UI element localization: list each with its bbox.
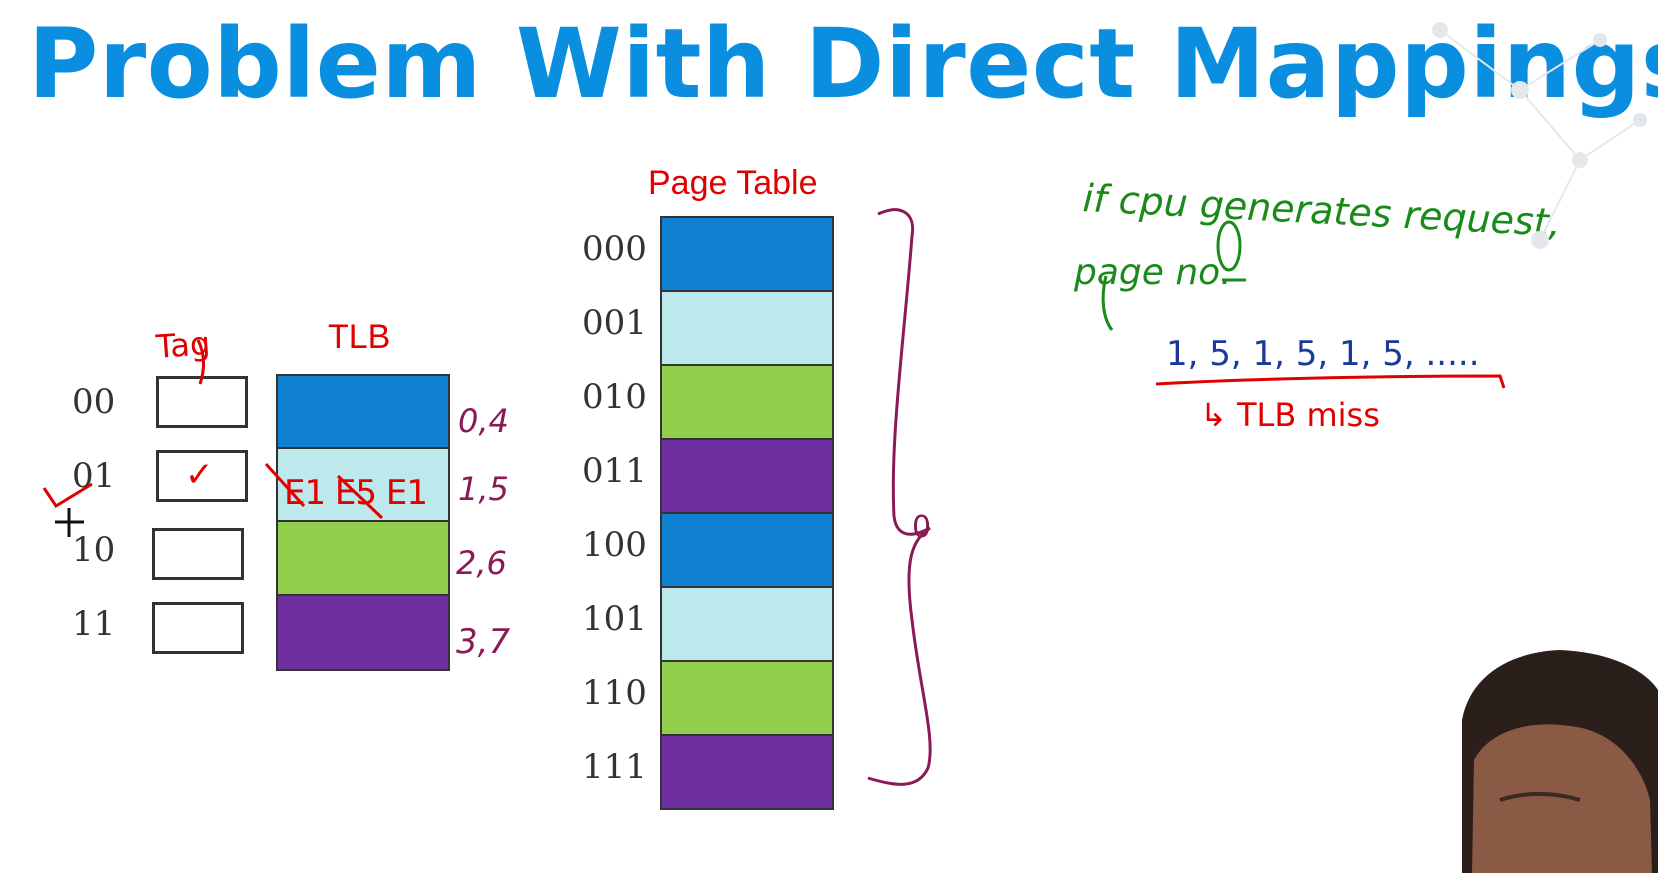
row-01-tick (42, 482, 93, 509)
pt-index-101: 101 (582, 599, 647, 639)
tlb-note-01: 1,5 (458, 470, 509, 508)
pt-index-100: 100 (582, 525, 647, 565)
tlb-cell-11 (276, 594, 450, 671)
tlb-index-10: 10 (72, 530, 116, 570)
tlb-index-00: 00 (72, 382, 116, 422)
pt-cell-001 (660, 290, 834, 366)
tlb-strike-2 (336, 474, 384, 520)
page-no-zero (1216, 220, 1242, 272)
tag-box-11 (152, 602, 244, 654)
network-decoration (1432, 22, 1647, 249)
tlb-label: TLB (328, 318, 391, 356)
pt-cell-010 (660, 364, 834, 440)
tag-box-10 (152, 528, 244, 580)
tlb-note-00: 0,4 (458, 402, 509, 440)
cursor-crosshair-icon (55, 508, 84, 537)
pt-index-000: 000 (582, 229, 647, 269)
tlb-index-01: 01 (72, 456, 116, 496)
pt-cell-111 (660, 734, 834, 810)
tag-check-mark: ✓ (185, 455, 214, 495)
pt-index-111: 111 (582, 747, 647, 787)
tlb-cell-00 (276, 374, 450, 449)
slide-title: Problem With Direct Mappings (28, 8, 1658, 120)
sequence-underline (1155, 374, 1506, 389)
pt-cell-100 (660, 512, 834, 588)
tlb-note-11: 3,7 (456, 622, 511, 662)
tag-box-01: ✓ (156, 450, 248, 502)
tlb-cell-01: E1 E5 E1 (276, 447, 450, 522)
pt-index-011: 011 (582, 451, 647, 491)
tlb-note-10: 2,6 (456, 544, 507, 582)
brace-note: 0 (912, 510, 932, 545)
page-table-label: Page Table (648, 164, 818, 202)
page-table-brace (867, 208, 932, 786)
pt-cell-110 (660, 660, 834, 736)
pt-index-010: 010 (582, 377, 647, 417)
pt-index-001: 001 (582, 303, 647, 343)
note-sequence: 1, 5, 1, 5, 1, 5, ..... (1166, 334, 1480, 374)
tlb-strike-1 (264, 462, 306, 508)
presenter-webcam (1462, 650, 1658, 873)
page-no-loop (1101, 275, 1114, 331)
tag-label-stroke (196, 339, 205, 385)
note-line-2: page no. (1074, 252, 1232, 293)
note-result: ↳ TLB miss (1200, 396, 1380, 434)
pt-index-110: 110 (582, 673, 647, 713)
tlb-index-11: 11 (72, 604, 116, 644)
